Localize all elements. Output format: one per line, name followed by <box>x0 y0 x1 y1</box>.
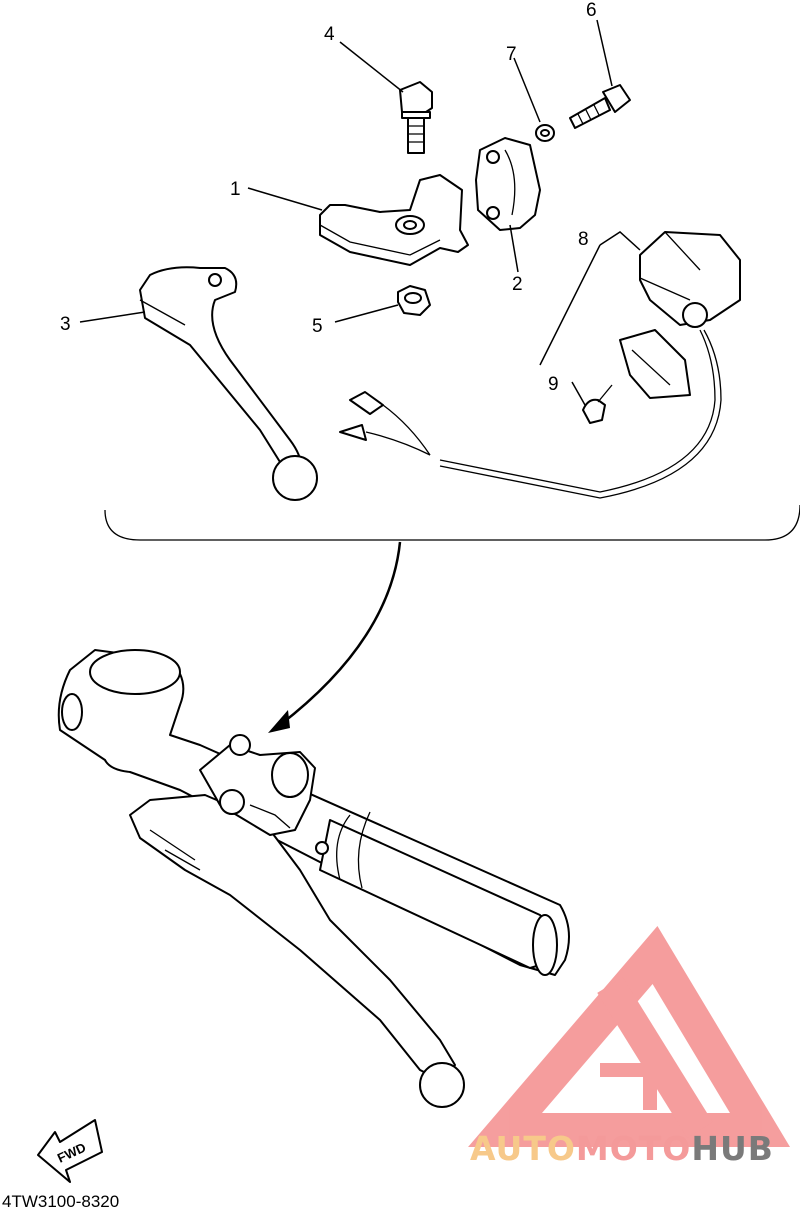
watermark-text: AUTOMOTOHUB <box>470 1129 774 1168</box>
washer <box>535 124 555 142</box>
assembly-arrow <box>268 541 402 733</box>
watermark-auto: AUTO <box>470 1129 576 1168</box>
callout-1: 1 <box>230 179 241 200</box>
callout-8: 8 <box>578 229 589 250</box>
clamp-screw <box>569 84 631 129</box>
callout-4: 4 <box>324 24 335 45</box>
watermark-hub: HUB <box>691 1129 774 1168</box>
callout-2: 2 <box>512 274 523 295</box>
switch-screw <box>582 384 613 424</box>
callout-9: 9 <box>548 374 559 395</box>
nut <box>397 285 431 316</box>
installed-bracket <box>199 734 329 855</box>
clutch-lever <box>139 266 318 501</box>
callout-5: 5 <box>312 316 323 337</box>
bracket-clamp <box>475 137 541 231</box>
callout-leaders <box>79 19 641 406</box>
lever-bracket <box>319 174 469 266</box>
fwd-arrow: FWD <box>37 1119 103 1183</box>
handlebar-assembly <box>57 649 570 976</box>
watermark-logo <box>468 926 791 1147</box>
pivot-bolt <box>399 81 433 154</box>
clutch-switch <box>339 231 741 499</box>
callout-6: 6 <box>586 0 597 21</box>
callout-3: 3 <box>60 314 71 335</box>
svg-text:AUTOMOTOHUB: AUTOMOTOHUB <box>470 1129 774 1168</box>
watermark-moto: MOTO <box>576 1129 691 1168</box>
callout-7: 7 <box>506 44 517 65</box>
assembly-boundary <box>104 504 800 541</box>
diagram-code: 4TW3100-8320 <box>2 1192 119 1210</box>
